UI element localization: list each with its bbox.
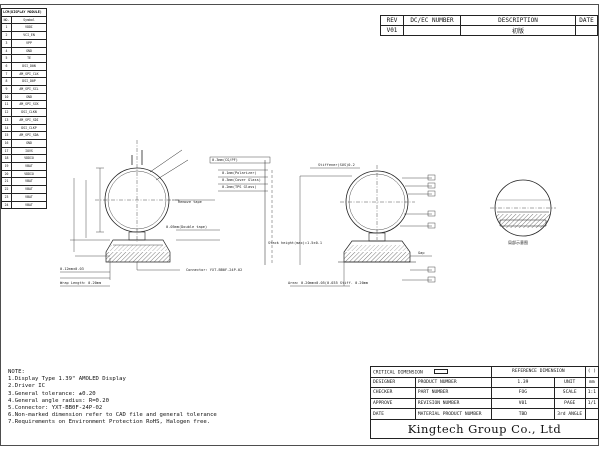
drawing-frame — [0, 4, 599, 446]
label-layer1: 0.3mm(CG/PF) — [212, 158, 238, 162]
title-prop-value — [584, 408, 600, 420]
title-block: CRITICAL DIMENSION REFERENCE DIMENSION (… — [370, 366, 600, 439]
note-item: 7.Requirements on Environment Protection… — [8, 419, 211, 426]
note-item: 2.Driver IC — [8, 383, 46, 390]
base-hatch-left — [106, 252, 170, 262]
critical-dimension-cell: CRITICAL DIMENSION — [370, 366, 492, 378]
notes-heading: NOTE: — [8, 369, 25, 375]
title-field-label: PRODUCT NUMBER — [414, 376, 492, 389]
company-name: Kingtech Group Co., Ltd — [370, 418, 599, 439]
title-field-value: TBD — [490, 408, 555, 420]
label-layer-left: 0.05mm(Double tape) — [166, 225, 207, 229]
title-left-label: CHECKER — [370, 387, 416, 399]
note-item: 5.Connector: YXT-BB0F-24P-02 — [8, 405, 103, 412]
title-field-label: MATERIAL PRODUCT NUMBER — [414, 408, 492, 420]
drawing-notes: NOTE:1.Display Type 1.39" AMOLED Display… — [8, 369, 217, 427]
reference-dimension-symbol: ( ) — [584, 366, 600, 378]
label-remove-tape: Remove tape — [178, 200, 202, 204]
label-layer3: 0.3mm(Cover Glass) — [222, 178, 261, 182]
note-item: 6.Non-marked dimension refer to CAD file… — [8, 412, 217, 419]
side-view-middle — [290, 165, 432, 287]
label-layer2: 0.1mm(Polarizer) — [222, 171, 257, 175]
detail-hatch — [495, 214, 551, 228]
title-field-value: FOG — [490, 387, 555, 399]
title-left-label: DESIGNER — [370, 376, 416, 389]
title-prop-label: PAGE — [553, 397, 586, 410]
rev-row-date — [575, 25, 598, 36]
label-stack-height: Stack height(max)=1.5±0.1 — [268, 241, 322, 245]
note-item: 3.General tolerance: ±0.20 — [8, 390, 96, 397]
title-left-label: APPROVE — [370, 397, 416, 410]
label-bottom-dim: Area: 0.20mm±0.05(0.035 Stiff. 0.20mm — [288, 281, 368, 285]
label-fpc-len: Wrap Length: 0.20mm — [60, 281, 101, 285]
critical-dimension-label: CRITICAL DIMENSION — [373, 369, 423, 375]
title-prop-label: 3rd ANGLE — [553, 408, 586, 420]
title-prop-value: 1:1 — [584, 387, 600, 399]
front-view-left — [60, 140, 220, 287]
title-prop-value: mm — [584, 376, 600, 389]
base-hatch-middle — [344, 252, 410, 262]
title-field-value: 1.39 — [490, 376, 555, 389]
label-fpc-right: Stiffener(SUS)0.2 — [318, 163, 355, 167]
label-detail: 局部示意图 — [508, 239, 528, 245]
title-prop-label: SCALE — [553, 387, 586, 399]
title-field-value: V01 — [490, 397, 555, 410]
title-prop-label: UNIT — [553, 376, 586, 389]
note-item: 1.Display Type 1.39" AMOLED Display — [8, 376, 126, 383]
label-layer4: 0.2mm(TPS Glass) — [222, 185, 257, 189]
pin-symbol: VBAT — [11, 200, 47, 210]
critical-dimension-symbol — [433, 368, 448, 375]
label-fpc-thk: 0.12mm±0.03 — [60, 267, 84, 271]
title-field-label: PART NUMBER — [414, 387, 492, 399]
title-field-label: REVISION NUMBER — [414, 397, 492, 410]
title-prop-value: 1/1 — [584, 397, 600, 410]
detail-circle — [494, 179, 552, 237]
title-left-label: DATE — [370, 408, 416, 420]
revision-table: REV DC/EC NUMBER DESCRIPTION DATE V01 初版 — [380, 15, 598, 36]
note-item: 4.General angle radius: R=0.20 — [8, 397, 110, 404]
label-connector: Connector: YXT-BB0F-24P-02 — [186, 268, 242, 272]
reference-dimension-label: REFERENCE DIMENSION — [490, 366, 586, 378]
label-gap: Gap — [418, 251, 425, 255]
